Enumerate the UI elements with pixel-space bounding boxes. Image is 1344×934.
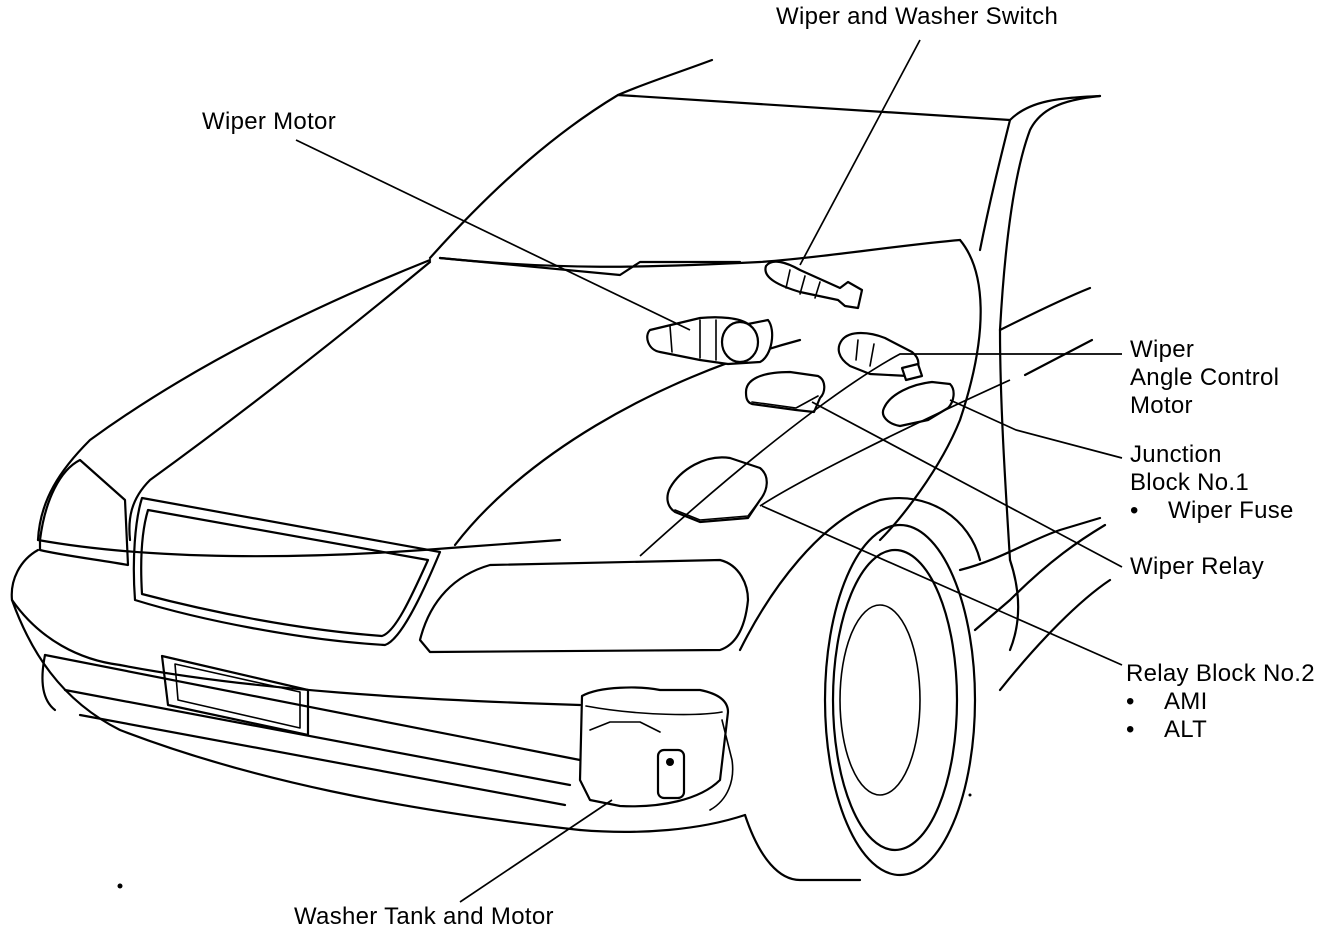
label-relay-block: Relay Block No.2 • AMI • ALT — [1126, 660, 1315, 744]
label-line: Junction — [1130, 441, 1222, 468]
label-wiper-motor: Wiper Motor — [202, 108, 336, 135]
label-item-text: Wiper Fuse — [1168, 497, 1294, 524]
label-wiper-relay: Wiper Relay — [1130, 553, 1264, 580]
stray-dot — [968, 793, 972, 797]
relay-block-part — [666, 456, 768, 524]
bullet-icon: • — [1126, 716, 1135, 743]
washer-tank-part — [578, 686, 734, 811]
label-wiper-washer-switch: Wiper and Washer Switch — [776, 3, 1059, 30]
bullet-icon: • — [1130, 497, 1139, 524]
label-line: Relay Block No.2 — [1126, 660, 1315, 687]
label-wiper-angle-control-motor: Wiper Angle Control Motor — [1130, 336, 1279, 420]
label-junction-block: Junction Block No.1 • Wiper Fuse — [1130, 441, 1294, 525]
label-washer-tank-motor: Washer Tank and Motor — [294, 903, 554, 930]
junction-block-part — [881, 380, 955, 428]
wiper-relay-part — [744, 370, 826, 414]
wiper-angle-control-motor-part — [837, 331, 924, 382]
label-line: Motor — [1130, 392, 1193, 419]
wiper-motor-part — [646, 316, 774, 366]
label-bullet-item: • ALT — [1126, 716, 1315, 744]
leader-lines — [295, 39, 1123, 903]
stray-dot — [117, 883, 123, 889]
label-bullet-item: • Wiper Fuse — [1130, 497, 1294, 525]
label-item-text: AMI — [1164, 688, 1208, 715]
car-body — [10, 58, 1112, 882]
label-item-text: ALT — [1164, 716, 1208, 743]
label-line: Wiper — [1130, 336, 1195, 363]
bullet-icon: • — [1126, 688, 1135, 715]
wiper-washer-switch-part — [764, 260, 864, 310]
label-line: Angle Control — [1130, 364, 1280, 391]
label-line: Block No.1 — [1130, 469, 1250, 496]
label-bullet-item: • AMI — [1126, 688, 1315, 716]
